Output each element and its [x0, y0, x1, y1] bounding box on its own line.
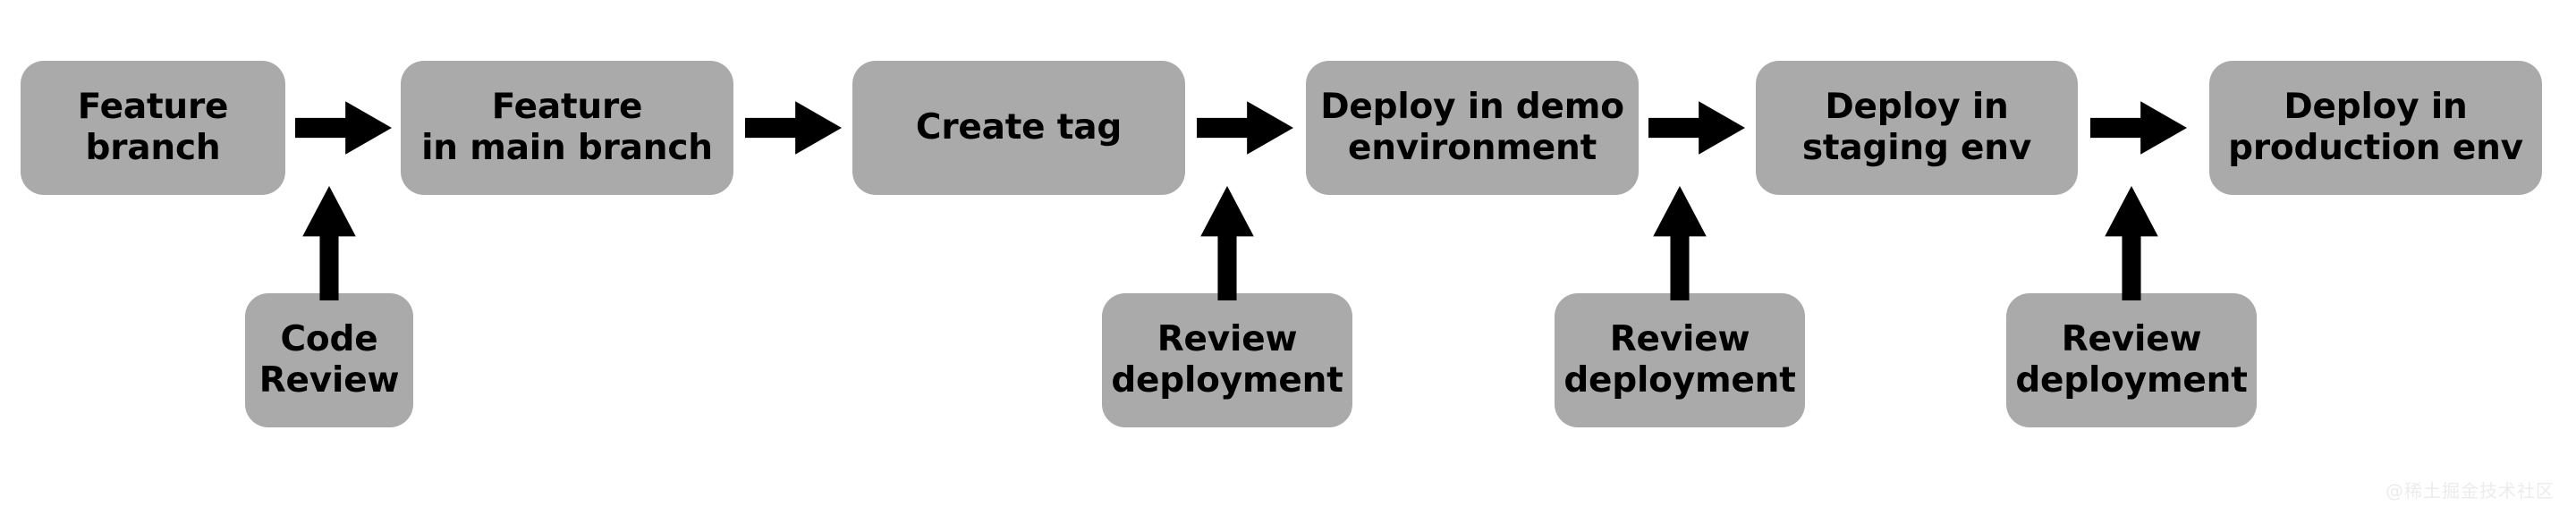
node-label: Deploy in production env [2228, 86, 2523, 168]
node-label: Feature branch [77, 86, 229, 168]
node-label: Feature in main branch [421, 86, 713, 168]
arrow-deploy-demo-to-deploy-staging [1648, 100, 1745, 156]
arrow-feature-branch-to-feature-main-branch [295, 100, 392, 156]
node-create-tag[interactable]: Create tag [852, 61, 1185, 195]
arrow-feature-main-branch-to-create-tag [745, 100, 842, 156]
arrow-code-review-to-feature-branch [301, 186, 357, 300]
node-label: Review deployment [1111, 318, 1343, 401]
arrow-review-deployment-3-to-deploy-production [2104, 186, 2159, 300]
arrow-review-deployment-1-to-deploy-demo [1199, 186, 1255, 300]
node-label: Deploy in staging env [1801, 86, 2032, 168]
arrow-deploy-staging-to-deploy-production [2090, 100, 2187, 156]
node-label: Review deployment [1563, 318, 1796, 401]
node-feature-main-branch[interactable]: Feature in main branch [401, 61, 733, 195]
arrow-review-deployment-2-to-deploy-staging [1652, 186, 1707, 300]
node-review-deployment-1[interactable]: Review deployment [1102, 293, 1352, 427]
node-label: Code Review [258, 318, 400, 401]
node-review-deployment-2[interactable]: Review deployment [1555, 293, 1805, 427]
node-deploy-production[interactable]: Deploy in production env [2209, 61, 2542, 195]
watermark: @稀土掘金技术社区 [2385, 480, 2555, 502]
node-label: Create tag [915, 106, 1123, 148]
node-review-deployment-3[interactable]: Review deployment [2006, 293, 2257, 427]
node-feature-branch[interactable]: Feature branch [21, 61, 285, 195]
node-deploy-demo[interactable]: Deploy in demo environment [1306, 61, 1639, 195]
arrow-create-tag-to-deploy-demo [1197, 100, 1293, 156]
node-label: Deploy in demo environment [1320, 86, 1624, 168]
node-label: Review deployment [2015, 318, 2248, 401]
node-code-review[interactable]: Code Review [245, 293, 413, 427]
node-deploy-staging[interactable]: Deploy in staging env [1756, 61, 2078, 195]
